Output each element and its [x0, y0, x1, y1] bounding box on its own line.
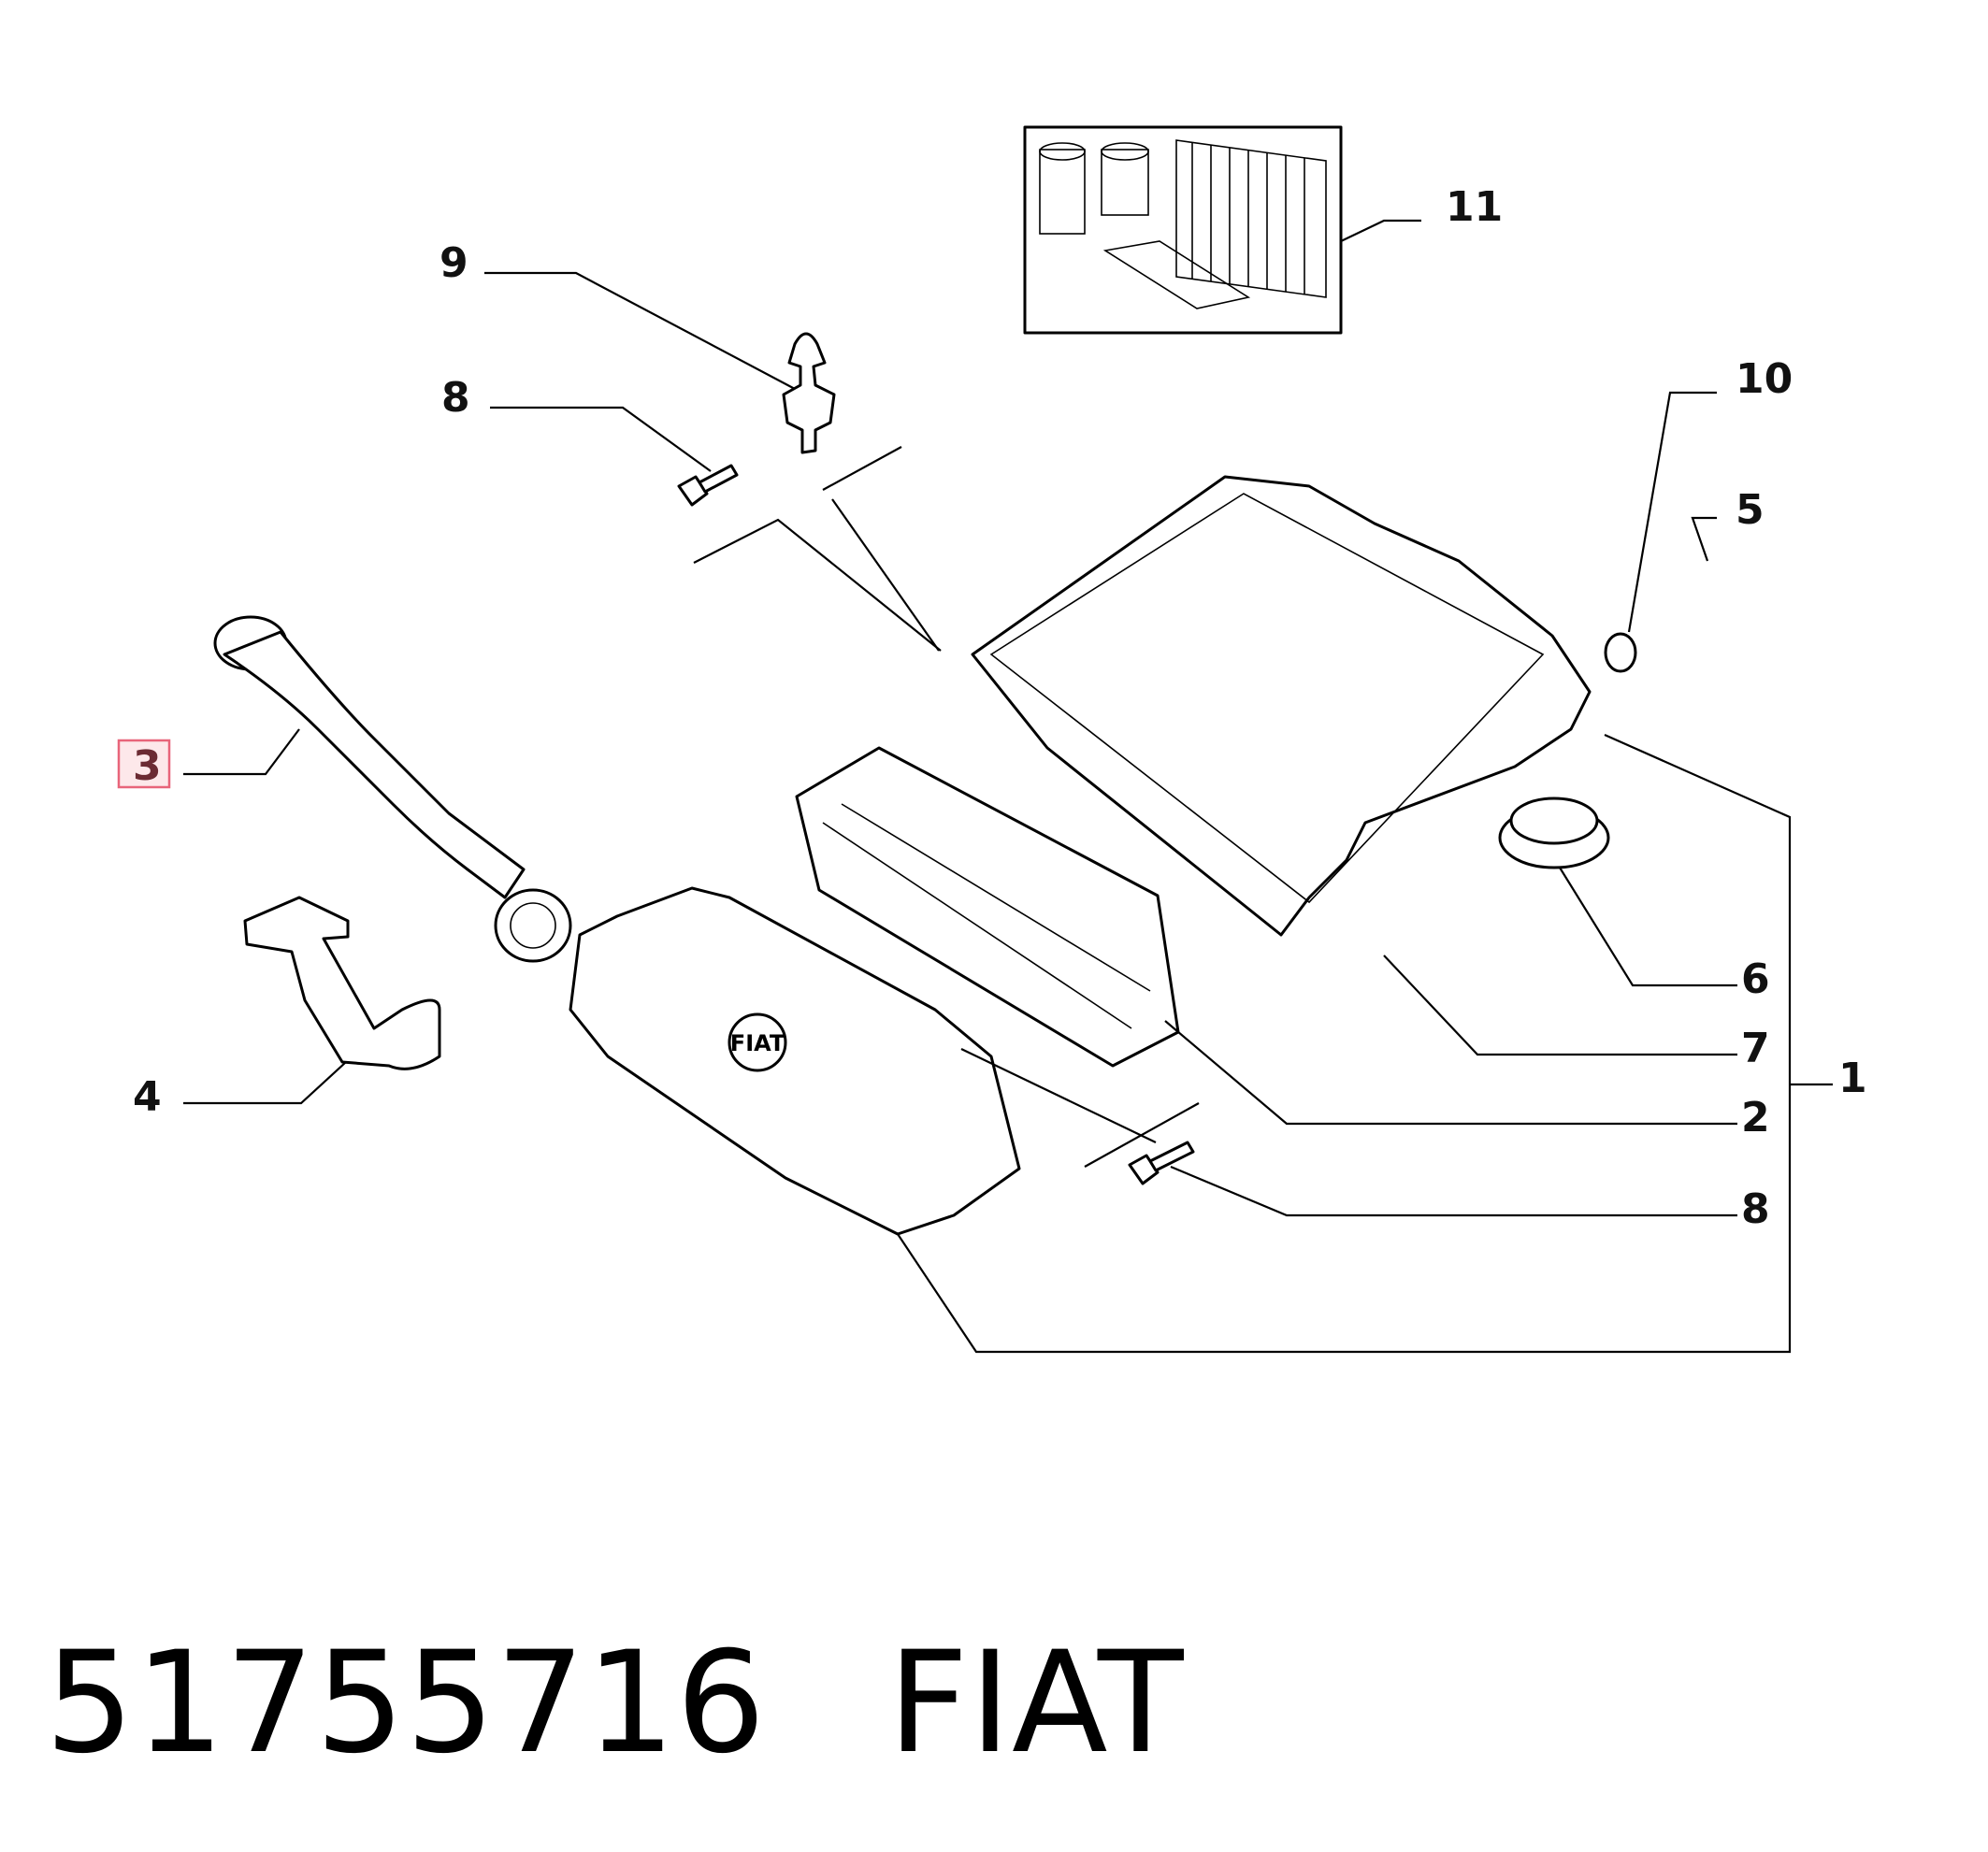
intake-hose-part-3[interactable] [213, 615, 572, 963]
hose-clamp-part-10[interactable] [1604, 632, 1637, 673]
brand-name: FIAT [887, 1622, 1185, 1785]
callout-11[interactable]: 11 [1446, 183, 1503, 231]
bolt-part-8-bottom[interactable] [1128, 1141, 1195, 1185]
footer-caption: 51755716 FIAT [45, 1622, 1185, 1785]
rubber-pin-part-9[interactable] [782, 332, 836, 454]
bracket-part-4[interactable] [243, 896, 441, 1070]
callout-8-top[interactable]: 8 [441, 374, 470, 422]
callout-3[interactable]: 3 [133, 742, 162, 790]
callout-labels: 11 9 8 10 5 3 6 7 1 4 2 8 [117, 183, 1867, 1233]
callout-1[interactable]: 1 [1838, 1055, 1867, 1102]
air-filter-element-part-2[interactable] [795, 746, 1180, 1068]
callout-7[interactable]: 7 [1741, 1025, 1770, 1072]
bolt-part-8-top[interactable] [677, 464, 739, 507]
callout-6[interactable]: 6 [1741, 955, 1770, 1003]
leader-lines [183, 219, 1833, 1354]
filter-kit-inset[interactable] [1023, 125, 1343, 335]
airbox-cover-part-1[interactable] [971, 475, 1592, 937]
callout-2[interactable]: 2 [1741, 1094, 1770, 1141]
callout-10[interactable]: 10 [1736, 355, 1793, 403]
callout-4[interactable]: 4 [133, 1073, 162, 1121]
seal-ring-part-6[interactable] [1498, 797, 1610, 869]
small-hose-part-7[interactable] [1328, 797, 1453, 1015]
box-logo-text: FIAT [730, 1030, 785, 1056]
callout-9[interactable]: 9 [439, 239, 468, 287]
part-number: 51755716 [45, 1622, 767, 1785]
breather-hose-part-5[interactable] [1021, 615, 1757, 1294]
callout-3-highlighted[interactable]: 3 [117, 739, 171, 790]
callout-8-bottom[interactable]: 8 [1741, 1185, 1770, 1233]
callout-5[interactable]: 5 [1736, 486, 1765, 534]
airbox-base-part-1[interactable]: FIAT [569, 886, 1021, 1236]
